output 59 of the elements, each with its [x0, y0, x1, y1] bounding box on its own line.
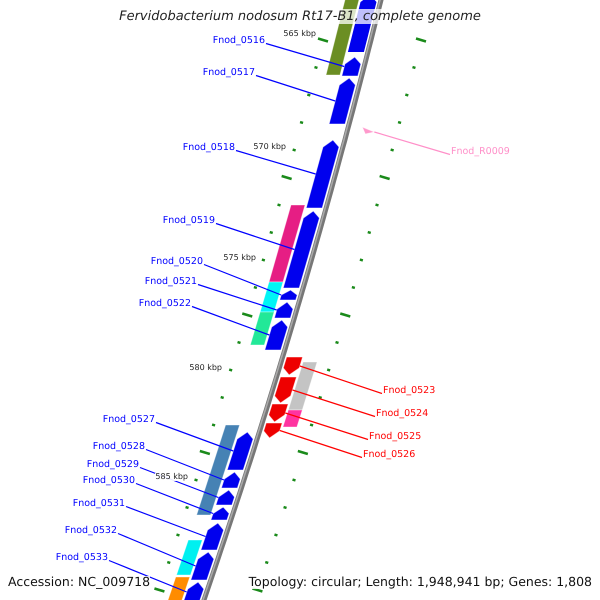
gene-label: Fnod_0533 — [56, 553, 108, 562]
gene-label: Fnod_0525 — [369, 432, 422, 442]
gene-label: Fnod_0529 — [86, 460, 139, 470]
gene-block — [190, 551, 214, 580]
leader-line — [266, 42, 344, 68]
leader-line — [256, 74, 336, 102]
leader-line — [236, 150, 316, 175]
gene-label: Fnod_0526 — [363, 450, 416, 460]
gene-label: Fnod_0517 — [202, 68, 255, 78]
gene-block — [263, 422, 283, 439]
gene-label: Fnod_0522 — [138, 299, 191, 308]
gene-label: Fnod_0530 — [82, 476, 135, 486]
leader-line — [156, 422, 234, 452]
gene-block — [210, 506, 230, 520]
gene-block — [274, 301, 294, 318]
footer-text: Topology: circular; Length: 1,948,941 bp; Genes: 1,808 — [248, 576, 592, 588]
gene-label: Fnod_0516 — [212, 36, 265, 46]
gene-block — [341, 56, 362, 76]
leader-line — [204, 264, 282, 296]
gene-block — [282, 356, 304, 376]
leader-line — [292, 389, 376, 418]
gene-block — [282, 210, 320, 288]
scale-label: 585 kbp — [155, 473, 188, 481]
gene-label: Fnod_0520 — [150, 257, 203, 266]
scale-label: 580 kbp — [189, 364, 222, 372]
gene-label: Fnod_0528 — [92, 442, 145, 452]
leader-line — [192, 306, 270, 336]
title: Fervidobacterium nodosum Rt17-B1, complete genome — [119, 9, 481, 24]
leader-line — [118, 532, 196, 567]
scale-label: 575 kbp — [223, 254, 256, 262]
gene-block — [215, 489, 235, 506]
leader-line — [126, 506, 206, 538]
gene-label: Fnod_0527 — [102, 415, 155, 424]
gene-label: Fnod_0531 — [72, 499, 125, 508]
leader-line — [374, 131, 450, 156]
gene-block — [268, 404, 289, 423]
gene-block — [306, 139, 340, 208]
gene-label: Fnod_0521 — [144, 277, 197, 286]
leader-line — [198, 284, 277, 311]
gene-block — [274, 376, 298, 404]
leader-line — [300, 365, 382, 394]
leader-line — [280, 430, 362, 458]
leader-line — [108, 560, 187, 593]
gene-label: Fnod_R0009 — [451, 147, 510, 156]
gene-label: Fnod_0518 — [182, 143, 235, 152]
scale-label: 570 kbp — [253, 143, 286, 151]
leader-line — [285, 412, 368, 440]
gene-label: Fnod_0523 — [383, 386, 436, 396]
gene-block — [182, 581, 204, 600]
leader-line — [136, 482, 214, 514]
gene-block — [220, 471, 241, 488]
footer-text: Accession: NC_009718 — [8, 576, 150, 588]
gene-label: Fnod_0519 — [162, 216, 215, 226]
gene-label: Fnod_0524 — [376, 409, 428, 418]
gene-label: Fnod_0532 — [64, 526, 117, 536]
leader-line — [146, 448, 224, 481]
rna-gene-marker — [362, 126, 376, 134]
scale-label: 565 kbp — [283, 30, 316, 38]
leader-line — [216, 222, 295, 250]
